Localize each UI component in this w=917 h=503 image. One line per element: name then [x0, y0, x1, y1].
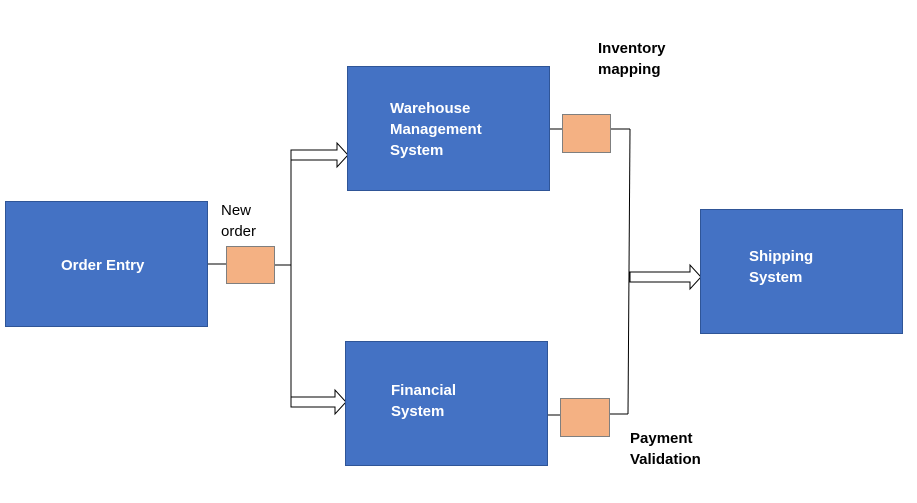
shipping-label-line1: Shipping [749, 248, 814, 265]
order-entry-label: Order Entry [61, 257, 145, 274]
new-order-label-line1: New [221, 202, 252, 219]
shipping-box: Shipping System [700, 209, 903, 334]
arrow-to-financial [290, 388, 347, 416]
financial-label-line2: System [391, 403, 445, 420]
new-order-label-line2: order [221, 223, 257, 240]
warehouse-box: Warehouse Management System [347, 66, 550, 191]
financial-box: Financial System [345, 341, 548, 466]
warehouse-label-line2: Management [390, 121, 482, 138]
warehouse-label-line1: Warehouse [390, 100, 471, 117]
arrow-to-warehouse [290, 141, 349, 169]
warehouse-label-line3: System [390, 142, 444, 159]
order-entry-box: Order Entry [5, 201, 208, 327]
arrow-to-shipping [629, 263, 702, 291]
new-order-queue [226, 246, 275, 284]
payment-validation-label: Payment Validation [630, 428, 701, 470]
payment-validation-label-line2: Validation [630, 451, 701, 468]
shipping-label-line2: System [749, 269, 803, 286]
new-order-label: New order [221, 200, 256, 242]
inventory-mapping-queue [562, 114, 611, 153]
inventory-mapping-label: Inventory mapping [598, 38, 666, 80]
inventory-mapping-label-line1: Inventory [598, 40, 666, 57]
payment-validation-label-line1: Payment [630, 430, 693, 447]
financial-label-line1: Financial [391, 382, 457, 399]
payment-validation-queue [560, 398, 610, 437]
inventory-mapping-label-line2: mapping [598, 61, 661, 78]
